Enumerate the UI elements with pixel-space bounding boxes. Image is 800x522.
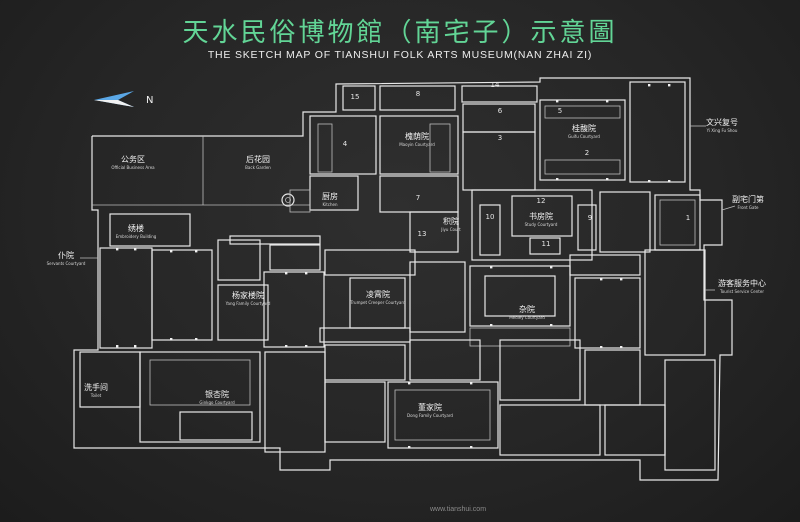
footer-url: www.tianshui.com: [430, 506, 487, 513]
room-label-en-toilet: Toilet: [90, 393, 102, 398]
outer-boundary: [73, 77, 733, 481]
room-label-en-lingxiao: Trumpet Creeper Courtyard: [350, 300, 406, 305]
west-buildings: [99, 213, 466, 349]
room-label-ginkgo: 银杏院: [205, 389, 229, 399]
title-english: THE SKETCH MAP OF TIANSHUI FOLK ARTS MUS…: [207, 49, 593, 61]
room-label-official: 公务区: [121, 154, 145, 164]
room-label-en-kitchen: Kitchen: [322, 202, 337, 207]
room-label-kitchen: 厨房: [322, 191, 338, 201]
compass-arrow-icon: [94, 91, 134, 107]
room-label-toilet: 洗手间: [84, 382, 108, 392]
room-label-guise: 桂馥院: [572, 123, 596, 133]
room-label-en-dong: Dong Family Courtyard: [407, 413, 453, 418]
room-label-servants: 仆院: [58, 250, 74, 260]
room-label-en-study: Study Courtyard: [525, 222, 558, 227]
room-number-2: 2: [585, 149, 589, 157]
room-label-visitor: 游客服务中心: [718, 278, 766, 288]
room-label-en-zayuan: Medley Courtyard: [509, 315, 545, 320]
column-posts: [116, 84, 671, 449]
leader-lines: [80, 125, 736, 291]
room-label-en-visitor: Tourist Service Center: [719, 289, 764, 294]
room-number-12: 12: [537, 197, 546, 205]
room-number-5: 5: [558, 107, 562, 115]
room-numbers: 15 8 14 6 5 4 3 2 7 12 10 9 1 13 11: [343, 81, 690, 248]
room-label-en-yang: Yang Family Courtyard: [225, 301, 271, 306]
room-label-en-guise: Guifu Courtyard: [568, 134, 600, 139]
room-label-maoyin: 槐荫院: [405, 131, 429, 141]
room-label-wenxing: 文兴复号: [706, 117, 738, 127]
room-number-7: 7: [416, 194, 420, 202]
room-label-embroidery: 绣楼: [128, 223, 144, 233]
room-number-3: 3: [498, 134, 502, 142]
central-buildings: [281, 175, 701, 261]
room-number-13: 13: [418, 230, 427, 238]
room-label-backgarden: 后花园: [246, 154, 270, 164]
room-label-zayuan: 杂院: [519, 304, 535, 314]
room-label-en-ginkgo: Ginkgo Courtyard: [199, 400, 235, 405]
room-number-10: 10: [486, 213, 495, 221]
room-number-8: 8: [416, 90, 420, 98]
room-label-en-embroidery: Embroidery Building: [116, 234, 157, 239]
room-number-14: 14: [491, 81, 500, 89]
compass-north-label: N: [146, 95, 153, 106]
room-label-study: 书房院: [529, 211, 553, 221]
room-label-en-maoyin: Maoyin Courtyard: [399, 142, 435, 147]
north-buildings: [309, 81, 686, 191]
room-label-dong: 董家院: [418, 402, 442, 412]
room-label-en-jiyuan: Jiyu Court: [440, 227, 461, 232]
title-chinese: 天水民俗博物館（南宅子）示意圖: [182, 18, 618, 48]
room-label-lingxiao: 凌霄院: [366, 289, 390, 299]
room-label-en-wenxing: Yi Xing Fu Shou: [706, 128, 738, 133]
room-number-15: 15: [351, 93, 360, 101]
room-label-en-servants: Servants Courtyard: [47, 261, 86, 266]
room-number-4: 4: [343, 140, 348, 148]
room-number-6: 6: [498, 107, 503, 115]
room-label-en-backgarden: Back Garden: [245, 165, 271, 170]
room-label-yang: 杨家楼院: [232, 290, 264, 300]
room-label-en-fuzhai: Front Gate: [738, 205, 760, 210]
room-label-fuzhai: 副宅门第: [732, 194, 764, 204]
room-number-1: 1: [686, 214, 690, 222]
south-buildings: [79, 339, 716, 471]
room-number-9: 9: [588, 214, 592, 222]
room-number-11: 11: [542, 240, 551, 248]
room-label-jiyuan: 积院: [443, 216, 459, 226]
room-label-en-official: Official Business Area: [111, 165, 155, 170]
east-buildings: [469, 249, 706, 356]
